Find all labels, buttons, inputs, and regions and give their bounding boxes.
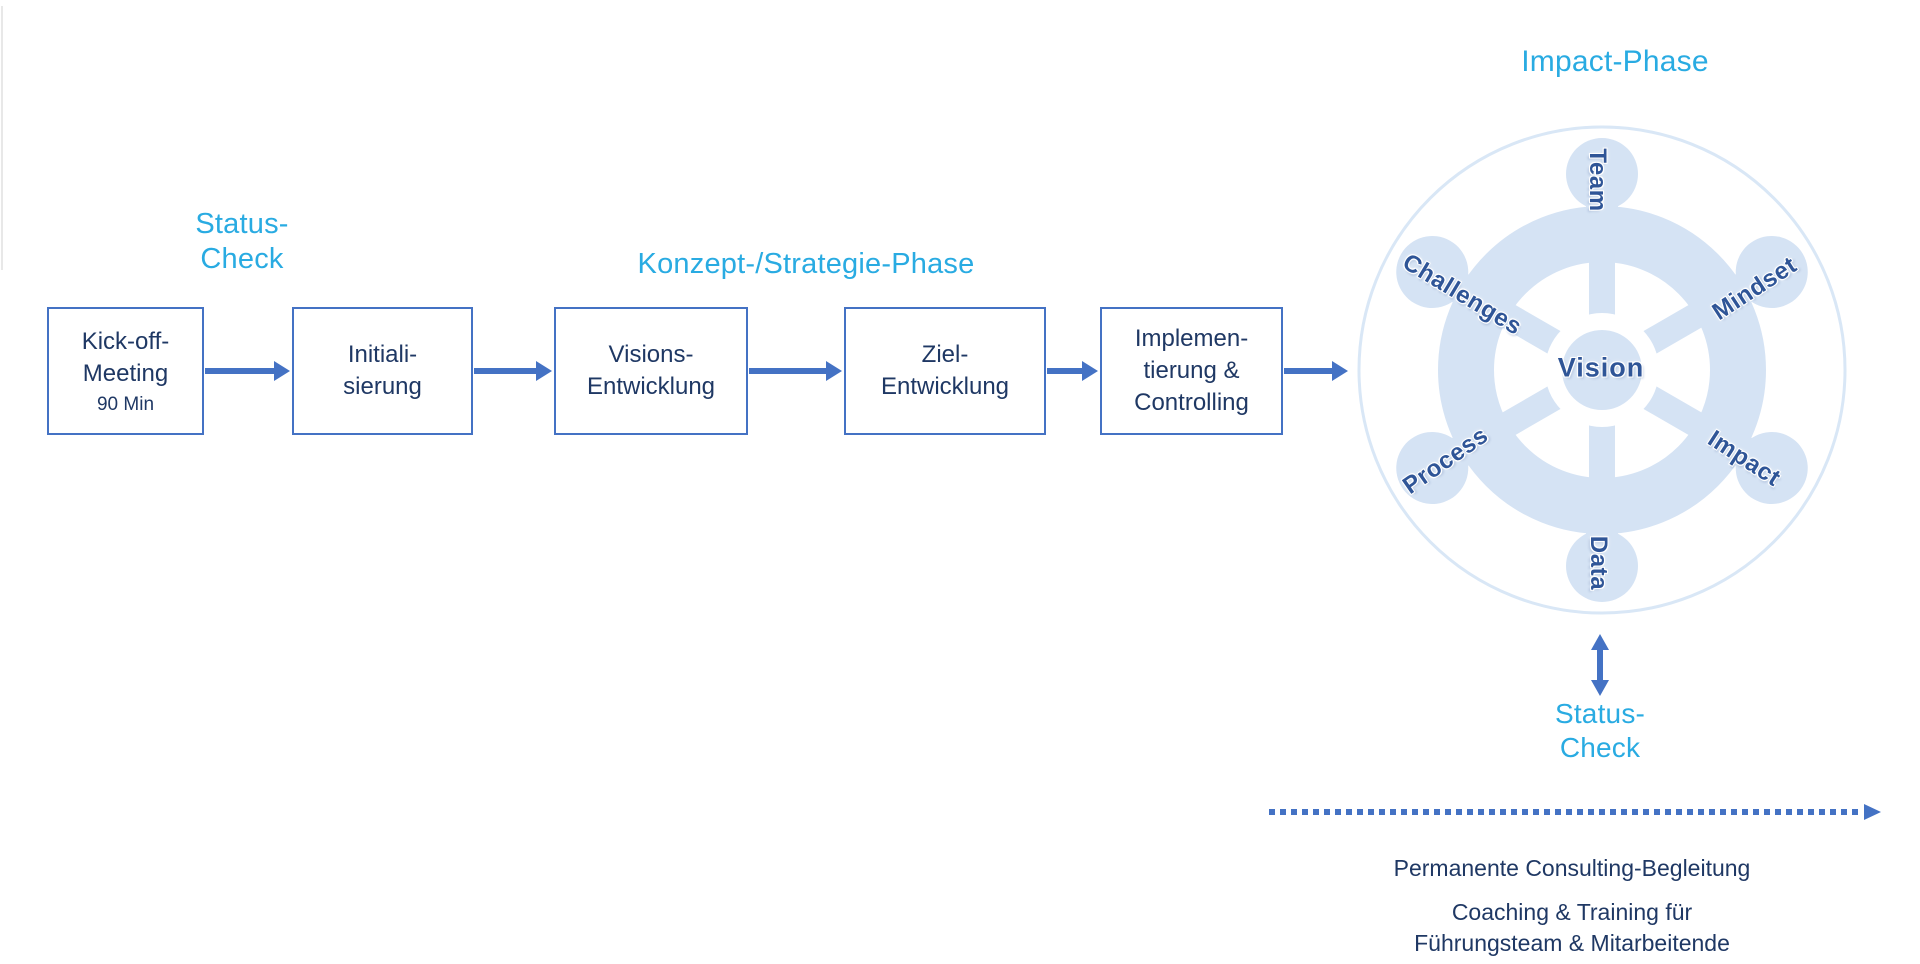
arrow-shaft <box>749 368 829 374</box>
flow-box-line: Entwicklung <box>586 373 716 400</box>
arrow-head <box>1082 361 1098 381</box>
flow-arrow-right-icon <box>749 361 842 381</box>
flow-arrow-right-icon <box>1284 361 1348 381</box>
arrow-shaft <box>474 368 539 374</box>
flow-arrow-right-icon <box>205 361 290 381</box>
double-arrow-vertical-icon <box>1591 634 1609 696</box>
arrow-head <box>1332 361 1348 381</box>
arrow-head <box>536 361 552 381</box>
wheel-outer-circle <box>1357 125 1847 615</box>
ship-wheel-icon <box>1357 125 1847 615</box>
coaching-caption-line1: Coaching & Training für <box>1451 899 1693 925</box>
wheel-label-team: Team <box>1584 148 1611 212</box>
consulting-caption: Permanente Consulting-Begleitung <box>1393 855 1751 881</box>
flow-box-line: sierung <box>343 373 422 400</box>
flow-box-line: Visions- <box>608 341 694 368</box>
arrow-shaft <box>205 368 277 374</box>
flow-box-line: Initiali- <box>347 341 418 368</box>
status-check-top-line2: Check <box>200 243 284 275</box>
status-check-bottom-heading: Status- Check <box>1480 697 1720 765</box>
status-check-bottom-line2: Check <box>1559 732 1641 763</box>
flow-box-line: tierung & <box>1143 357 1240 384</box>
page-edge-line <box>1 6 3 270</box>
wheel-hub <box>1562 330 1642 410</box>
flow-box-line: Controlling <box>1134 389 1249 416</box>
wheel-ring <box>1438 206 1766 534</box>
coaching-caption: Coaching & Training für Führungsteam & M… <box>1272 897 1872 959</box>
arrow-shaft <box>1047 368 1085 374</box>
dotted-timeline-arrow-icon <box>1269 803 1881 821</box>
konzept-strategie-phase-heading: Konzept-/Strategie-Phase <box>637 248 975 280</box>
impact-phase-heading: Impact-Phase <box>1521 45 1709 78</box>
status-check-top-heading: Status- Check <box>132 207 352 277</box>
arrow-shaft <box>1284 368 1335 374</box>
status-check-bottom-line1: Status- <box>1554 698 1646 729</box>
arrow-head <box>274 361 290 381</box>
flow-box-line: Meeting <box>82 359 169 387</box>
flow-box-line: Implemen- <box>1134 325 1249 352</box>
status-check-top-line1: Status- <box>195 208 289 240</box>
flow-arrow-right-icon <box>1047 361 1098 381</box>
flow-box-line: Entwicklung <box>880 373 1010 400</box>
wheel-center-label-vision: Vision <box>1557 352 1645 383</box>
flow-arrow-right-icon <box>474 361 552 381</box>
flow-box-kickoff-meeting: Kick-off- Meeting 90 Min <box>47 307 204 435</box>
wheel-label-data: Data <box>1585 535 1612 591</box>
flow-box-line: Kick-off- <box>81 327 170 355</box>
flow-box-implementierung-controlling: Implemen- tierung & Controlling <box>1100 307 1283 435</box>
dotted-arrow-head <box>1864 804 1881 820</box>
flow-box-visions-entwicklung: Visions- Entwicklung <box>554 307 748 435</box>
flow-box-initialisierung: Initiali- sierung <box>292 307 473 435</box>
arrow-head <box>826 361 842 381</box>
coaching-caption-line2: Führungsteam & Mitarbeitende <box>1414 930 1730 956</box>
dotted-arrow-shaft <box>1269 809 1863 815</box>
flow-box-line: Ziel- <box>921 341 969 368</box>
kickoff-duration: 90 Min <box>96 393 155 415</box>
flow-box-ziel-entwicklung: Ziel- Entwicklung <box>844 307 1046 435</box>
